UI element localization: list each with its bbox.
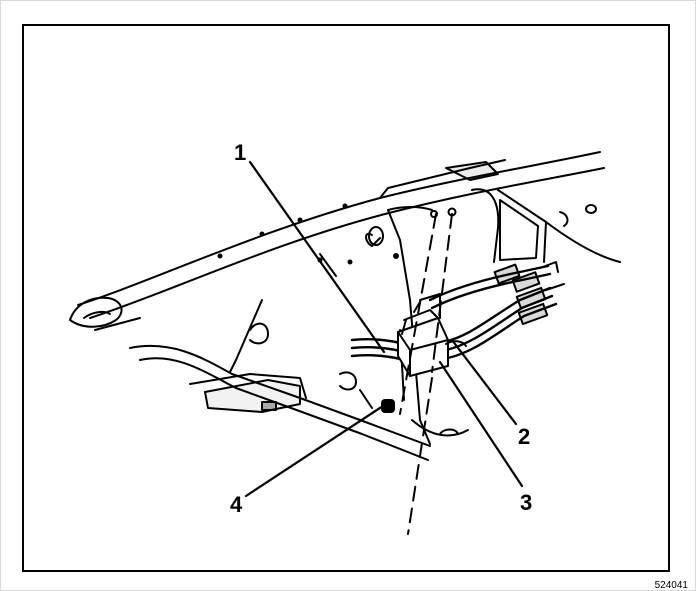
figure-id: 524041 xyxy=(654,580,688,591)
callout-2: 2 xyxy=(518,424,531,449)
crossmember xyxy=(317,188,621,301)
frame-rail-lower xyxy=(94,299,431,461)
callout-3: 3 xyxy=(520,490,533,515)
figure-border xyxy=(22,24,670,572)
line-fittings xyxy=(493,261,565,326)
mounting-bolt xyxy=(381,207,457,535)
callout-4: 4 xyxy=(230,492,243,517)
brake-line-bracket xyxy=(397,293,467,377)
callout-1: 1 xyxy=(234,140,247,165)
callout-leaders xyxy=(244,160,524,498)
frame-rail-upper xyxy=(69,151,605,328)
